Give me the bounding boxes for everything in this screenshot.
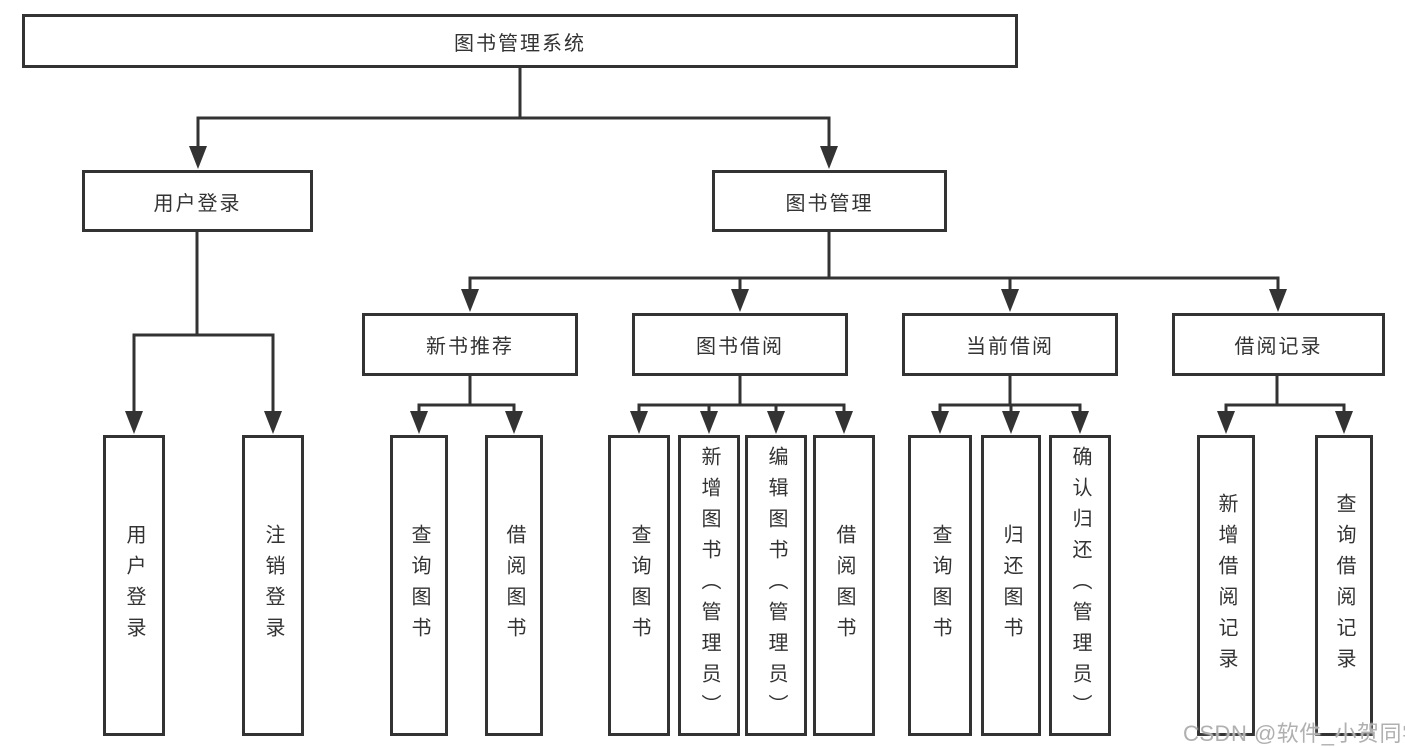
leaf-borrow-books-borrowing-label: 借阅图书 bbox=[833, 523, 855, 648]
leaf-add-borrow-record: 新增借阅记录 bbox=[1197, 435, 1255, 736]
node-borrow-records-label: 借阅记录 bbox=[1234, 336, 1323, 358]
leaf-query-borrow-record: 查询借阅记录 bbox=[1315, 435, 1373, 736]
leaf-logout: 注销登录 bbox=[242, 435, 304, 736]
node-book-borrowing-label: 图书借阅 bbox=[696, 336, 784, 358]
leaf-borrow-books-recommend: 借阅图书 bbox=[485, 435, 543, 736]
leaf-add-book-admin: 新增图书（管理员） bbox=[678, 435, 740, 736]
leaf-logout-label: 注销登录 bbox=[262, 523, 284, 648]
node-borrow-records: 借阅记录 bbox=[1172, 313, 1385, 376]
node-new-book-recommend: 新书推荐 bbox=[362, 313, 578, 376]
node-current-borrowing-label: 当前借阅 bbox=[966, 336, 1054, 358]
node-current-borrowing: 当前借阅 bbox=[902, 313, 1118, 376]
leaf-user-login: 用户登录 bbox=[103, 435, 165, 736]
leaf-query-books-borrowing: 查询图书 bbox=[608, 435, 670, 736]
leaf-query-borrow-record-label: 查询借阅记录 bbox=[1333, 492, 1355, 679]
leaf-confirm-return-admin: 确认归还（管理员） bbox=[1049, 435, 1111, 736]
leaf-user-login-label: 用户登录 bbox=[123, 523, 145, 648]
node-user-login: 用户登录 bbox=[82, 170, 313, 232]
leaf-query-books-recommend: 查询图书 bbox=[390, 435, 448, 736]
node-library-management-system: 图书管理系统 bbox=[22, 14, 1018, 68]
leaf-borrow-books-borrowing: 借阅图书 bbox=[813, 435, 875, 736]
node-book-management: 图书管理 bbox=[712, 170, 947, 232]
node-library-management-system-label: 图书管理系统 bbox=[454, 32, 586, 55]
leaf-add-book-admin-label: 新增图书（管理员） bbox=[698, 446, 720, 725]
leaf-query-books-recommend-label: 查询图书 bbox=[408, 523, 430, 648]
node-user-login-label: 用户登录 bbox=[153, 192, 242, 215]
leaf-add-borrow-record-label: 新增借阅记录 bbox=[1215, 492, 1237, 679]
leaf-edit-book-admin: 编辑图书（管理员） bbox=[745, 435, 807, 736]
csdn-watermark: CSDN @软件_小贺同学 bbox=[1183, 721, 1405, 746]
leaf-return-books-label: 归还图书 bbox=[1000, 523, 1022, 648]
leaf-query-books-current-label: 查询图书 bbox=[929, 523, 951, 648]
leaf-edit-book-admin-label: 编辑图书（管理员） bbox=[765, 446, 787, 725]
leaf-query-books-current: 查询图书 bbox=[908, 435, 972, 736]
leaf-borrow-books-recommend-label: 借阅图书 bbox=[503, 523, 525, 648]
node-book-borrowing: 图书借阅 bbox=[632, 313, 848, 376]
leaf-confirm-return-admin-label: 确认归还（管理员） bbox=[1069, 446, 1091, 725]
leaf-query-books-borrowing-label: 查询图书 bbox=[628, 523, 650, 648]
node-book-management-label: 图书管理 bbox=[785, 192, 874, 215]
node-new-book-recommend-label: 新书推荐 bbox=[426, 336, 514, 358]
leaf-return-books: 归还图书 bbox=[981, 435, 1041, 736]
